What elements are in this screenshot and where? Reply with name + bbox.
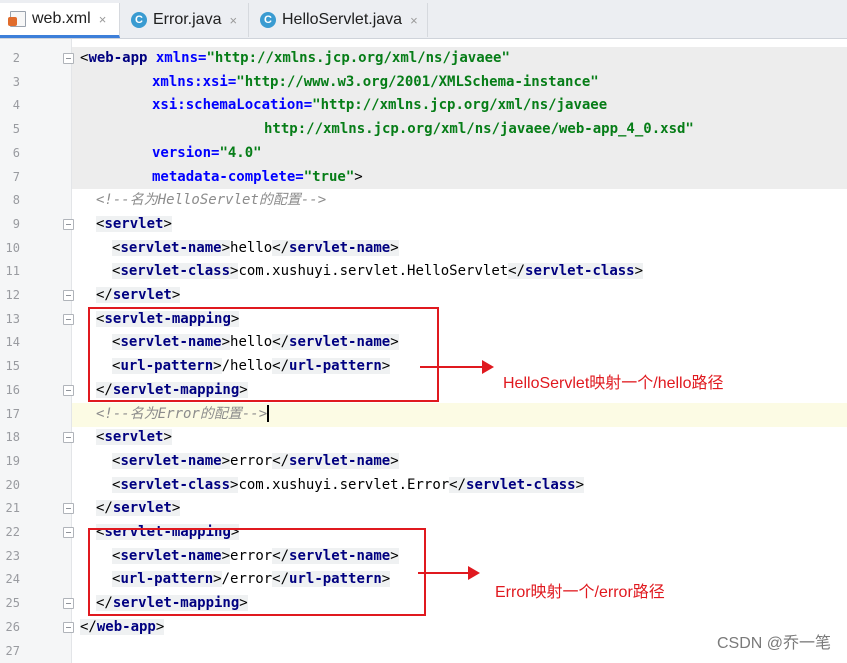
csdn-watermark: CSDN @乔一笔 [716, 635, 831, 652]
java-class-icon: C [260, 12, 276, 28]
error-annotation-note: Error映射一个/error路径 [495, 584, 665, 601]
fold-icon[interactable] [63, 53, 74, 64]
tab-helloservlet-java[interactable]: C HelloServlet.java × [250, 3, 428, 37]
fold-icon[interactable] [63, 218, 74, 230]
web-app-tag-highlight [72, 47, 847, 189]
code-line: 13 <servlet-mapping> [5, 310, 240, 327]
fold-icon[interactable] [63, 598, 74, 610]
error-mapping-highlight-box [88, 528, 426, 616]
current-line-highlight [72, 402, 847, 427]
line-gutter [0, 39, 72, 663]
code-line: 8 <!--名为HelloServlet的配置--> [12, 192, 327, 209]
xml-file-icon [8, 11, 26, 27]
fold-icon[interactable] [63, 290, 74, 301]
tab-label: Error.java [153, 11, 222, 28]
code-line: 23 <servlet-name>error</servlet-name> [5, 547, 399, 564]
code-line: 5 http://xmlns.jcp.org/xml/ns/javaee/web… [12, 121, 694, 138]
fold-icon[interactable] [63, 313, 74, 325]
close-icon[interactable]: × [98, 11, 107, 27]
tab-label: HelloServlet.java [282, 11, 403, 28]
editor-tab-bar: web.xml × C Error.java × C HelloServlet.… [0, 0, 847, 39]
tab-label: web.xml [32, 10, 91, 27]
tab-web-xml[interactable]: web.xml × [0, 3, 120, 38]
fold-icon[interactable] [63, 527, 74, 538]
fold-icon[interactable] [63, 384, 74, 396]
code-line: 4 xsi:schemaLocation="http://xmlns.jcp.o… [12, 97, 608, 114]
close-icon[interactable]: × [410, 12, 418, 28]
code-line: 20 <servlet-class>com.xushuyi.servlet.Er… [5, 476, 585, 493]
text-caret [267, 405, 270, 422]
hello-mapping-highlight-box [88, 307, 439, 402]
code-line: 25 </servlet-mapping> [5, 595, 248, 612]
code-line: 27 [5, 643, 20, 658]
code-line: 19 <servlet-name>error</servlet-name> [5, 452, 399, 469]
arrow-right-icon [418, 566, 480, 580]
code-line: 2 <web-app xmlns="http://xmlns.jcp.org/x… [12, 50, 510, 66]
code-editor[interactable]: 2 <web-app xmlns="http://xmlns.jcp.org/x… [0, 39, 847, 663]
code-line: 3 xmlns:xsi="http://www.w3.org/2001/XMLS… [12, 73, 599, 90]
fold-icon[interactable] [63, 432, 74, 444]
code-line: 14 <servlet-name>hello</servlet-name> [5, 334, 399, 351]
fold-icon[interactable] [63, 503, 74, 515]
tab-error-java[interactable]: C Error.java × [121, 3, 249, 37]
close-icon[interactable]: × [229, 12, 238, 28]
arrow-right-icon [420, 360, 494, 374]
code-line: 16 </servlet-mapping> [5, 381, 248, 398]
code-line: 21 </servlet> [5, 500, 181, 517]
code-line: 10 <servlet-name>hello</servlet-name> [5, 239, 399, 256]
hello-annotation-note: HelloServlet映射一个/hello路径 [503, 375, 724, 392]
code-line: 9 <servlet> [12, 215, 172, 232]
code-line: 18 <servlet> [5, 429, 172, 446]
code-line: 15 <url-pattern>/hello</url-pattern> [5, 358, 391, 375]
fold-icon[interactable] [63, 621, 74, 633]
java-class-icon: C [131, 12, 147, 28]
code-line: 11 <servlet-class>com.xushuyi.servlet.He… [5, 263, 644, 280]
code-line: 7 metadata-complete="true"> [12, 168, 363, 185]
code-line: 24 <url-pattern>/error</url-pattern> [5, 571, 391, 588]
code-line: 26 </web-app> [5, 618, 165, 635]
code-line: 12 </servlet> [5, 287, 181, 303]
code-line: 6 version="4.0" [12, 144, 262, 161]
current-code-line: 17 <!--名为Error的配置--> [0, 402, 847, 427]
